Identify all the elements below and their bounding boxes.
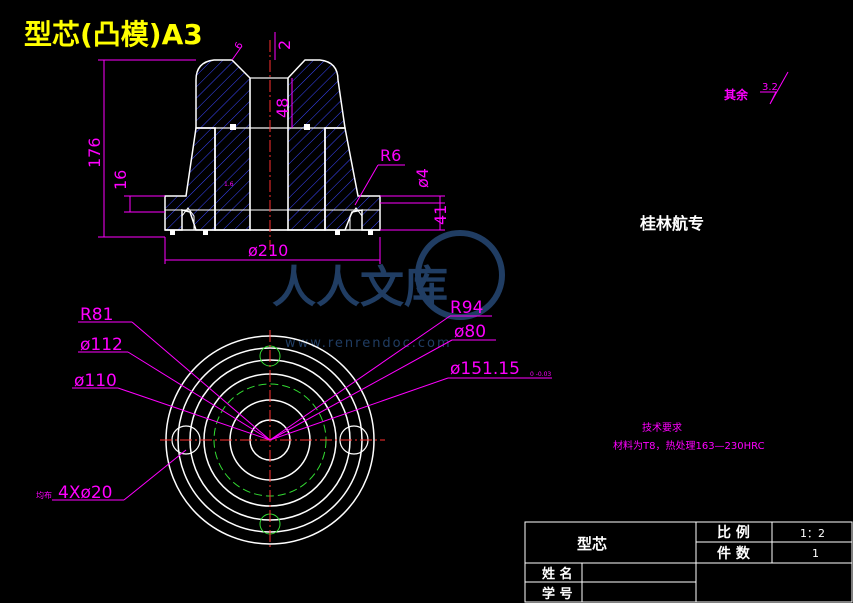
school-name: 桂林航专 <box>639 214 704 233</box>
dim-radius-r94: R94 <box>450 298 483 318</box>
watermark: 人人文库 www.renrendoc.com <box>272 230 505 351</box>
dim-diameter-151-tolerance: 0 -0.03 <box>530 371 551 378</box>
dim-height-16: 16 <box>111 170 130 190</box>
title-block <box>524 521 853 603</box>
title-scale-value: 1：2 <box>800 527 825 540</box>
title-count-label: 件 数 <box>717 545 751 562</box>
remainder-label: 其余 <box>724 87 749 102</box>
dim-height-41: 41 <box>431 205 450 225</box>
title-scale-label: 比 例 <box>717 524 750 541</box>
top-view: R81 ø112 ø110 R94 ø80 ø151.15 0 -0.03 均布… <box>36 298 552 550</box>
dim-diameter-80: ø80 <box>454 322 486 342</box>
front-section-view: 176 16 48 2 6 ø210 R6 ø4 41 1.6 <box>85 32 450 264</box>
tech-req-text: 材料为T8，热处理163—230HRC <box>613 439 765 452</box>
drawing-title: 型芯(凸模)A3 <box>24 18 203 51</box>
roughness-remainder: 其余 3.2 <box>724 71 789 105</box>
dim-diameter-210: ø210 <box>248 241 288 260</box>
dim-holes-4x20: 4Xø20 <box>58 483 113 503</box>
title-name-label: 姓 名 <box>541 566 573 582</box>
dim-diameter-110: ø110 <box>74 371 117 391</box>
roughness-inner: 1.6 <box>224 181 234 188</box>
dim-gap-2: 2 <box>275 40 294 50</box>
dim-holes-prefix: 均布 <box>36 490 52 500</box>
title-count-value: 1 <box>812 547 819 560</box>
dim-radius-r81: R81 <box>80 305 113 325</box>
dim-diameter-112: ø112 <box>80 335 123 355</box>
dim-height-176: 176 <box>85 137 104 168</box>
core-flange-left <box>164 127 216 231</box>
dim-chamfer-6: 6 <box>233 40 246 51</box>
dim-diameter-4: ø4 <box>413 168 432 188</box>
watermark-url: www.renrendoc.com <box>285 336 452 351</box>
dim-radius-r6: R6 <box>380 146 401 165</box>
tech-requirements: 技术要求 材料为T8，热处理163—230HRC <box>613 421 765 452</box>
title-part-name: 型芯 <box>577 535 607 553</box>
core-flange-right <box>324 127 381 231</box>
dim-diameter-151: ø151.15 <box>450 359 520 379</box>
title-id-label: 学 号 <box>542 586 573 602</box>
dim-depth-48: 48 <box>273 98 292 118</box>
remainder-roughness-value: 3.2 <box>762 82 778 93</box>
tech-req-heading: 技术要求 <box>642 421 682 434</box>
